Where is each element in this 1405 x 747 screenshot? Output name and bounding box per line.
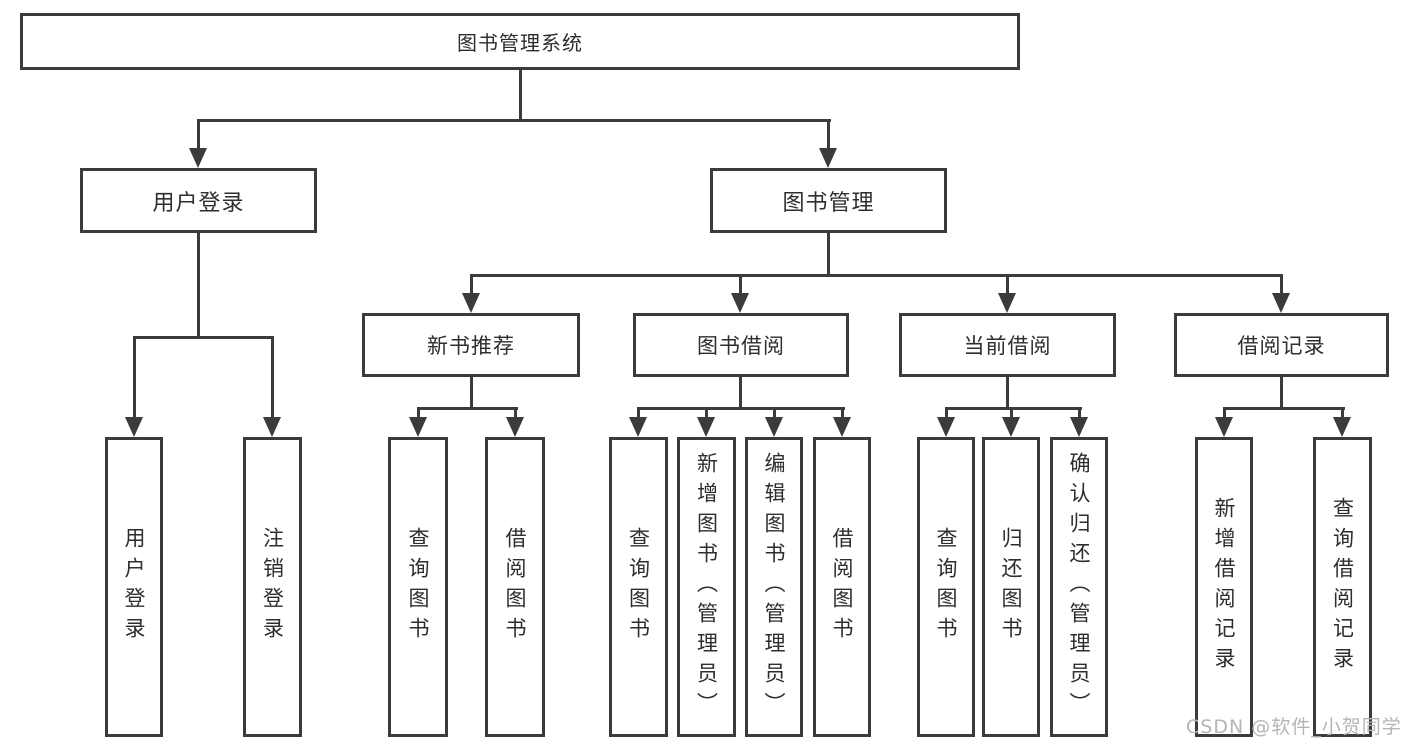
node-borrow-books-recommend-label: 借阅图书 [503,527,527,647]
node-new-book-recommend: 新书推荐 [362,313,580,377]
edge-borrow-branch [637,407,845,410]
csdn-watermark: CSDN @软件_小贺同学 [1186,716,1402,738]
node-add-books-admin: 新增图书（管理员） [677,437,736,737]
node-user-login: 用户登录 [80,168,317,233]
node-borrow-records: 借阅记录 [1174,313,1389,377]
node-query-books-borrow-label: 查询图书 [626,527,651,647]
edge-to-borrow-books-2 [841,407,844,419]
node-borrow-books-recommend: 借阅图书 [485,437,545,737]
edge-to-return-books [1010,407,1013,419]
edge-root-branch [197,119,831,122]
arrowhead-book-borrow [731,293,749,313]
arrowhead-book-management [819,148,837,168]
edge-to-add-books [705,407,708,419]
edge-to-edit-books [773,407,776,419]
node-query-books-recommend-label: 查询图书 [406,527,430,647]
edge-to-query-books-1 [417,407,420,419]
node-borrow-books-borrow-label: 借阅图书 [830,527,854,647]
edge-recommend-stem [470,377,473,410]
edge-to-query-record [1341,407,1344,419]
arrowhead-user-login [189,148,207,168]
edge-to-query-books-2 [637,407,640,419]
edge-to-borrow-books-1 [514,407,517,419]
node-current-borrow-label: 当前借阅 [963,334,1052,358]
edge-to-login-leaf [133,336,136,419]
edge-to-user-login [197,119,200,150]
arrowhead-login-leaf [125,417,143,437]
edge-user-login-branch [133,336,274,339]
arrowhead-current-borrow [998,293,1016,313]
node-return-books-label: 归还图书 [999,527,1023,647]
edge-records-stem [1280,377,1283,410]
node-query-borrow-record-label: 查询借阅记录 [1330,497,1355,677]
edge-current-branch [945,407,1082,410]
arrowhead-borrow-books-2 [833,417,851,437]
node-book-borrow-label: 图书借阅 [697,334,785,358]
node-root-label: 图书管理系统 [457,31,583,55]
arrowhead-new-book-recommend [462,293,480,313]
arrowhead-borrow-books-1 [506,417,524,437]
edge-to-add-record [1223,407,1226,419]
node-logout: 注销登录 [243,437,302,737]
arrowhead-add-record [1215,417,1233,437]
edge-to-book-borrow [739,274,742,295]
node-new-book-recommend-label: 新书推荐 [427,334,515,358]
node-query-books-current: 查询图书 [917,437,975,737]
node-user-login-leaf: 用户登录 [105,437,163,737]
edge-to-logout-leaf [271,336,274,419]
edge-to-query-books-3 [945,407,948,419]
edge-recommend-branch [417,407,518,410]
edge-to-borrow-records [1280,274,1283,295]
edge-records-branch [1223,407,1345,410]
node-query-books-borrow: 查询图书 [609,437,668,737]
arrowhead-confirm-return [1070,417,1088,437]
arrowhead-borrow-records [1272,293,1290,313]
arrowhead-add-books [697,417,715,437]
node-confirm-return-admin-label: 确认归还（管理员） [1067,452,1091,722]
node-borrow-records-label: 借阅记录 [1237,334,1326,358]
node-current-borrow: 当前借阅 [899,313,1116,377]
edge-to-new-book-recommend [470,274,473,295]
node-add-books-admin-label: 新增图书（管理员） [694,452,719,722]
arrowhead-edit-books [765,417,783,437]
node-query-borrow-record: 查询借阅记录 [1313,437,1372,737]
edge-current-stem [1006,377,1009,410]
arrowhead-query-record [1333,417,1351,437]
node-logout-label: 注销登录 [260,527,285,647]
arrowhead-return-books [1002,417,1020,437]
arrowhead-logout-leaf [263,417,281,437]
edge-borrow-stem [739,377,742,410]
node-edit-books-admin-label: 编辑图书（管理员） [762,452,786,722]
node-borrow-books-borrow: 借阅图书 [813,437,871,737]
edge-book-management-stem [827,233,830,277]
node-query-books-current-label: 查询图书 [934,527,958,647]
node-add-borrow-record: 新增借阅记录 [1195,437,1253,737]
node-book-borrow: 图书借阅 [633,313,849,377]
edge-to-confirm-return [1078,407,1081,419]
node-user-login-label: 用户登录 [152,190,245,216]
node-return-books: 归还图书 [982,437,1040,737]
node-add-borrow-record-label: 新增借阅记录 [1212,497,1236,677]
node-root: 图书管理系统 [20,13,1020,70]
node-user-login-leaf-label: 用户登录 [122,527,146,647]
node-edit-books-admin: 编辑图书（管理员） [745,437,803,737]
edge-root-stem [519,70,522,122]
node-book-management-label: 图书管理 [782,190,875,216]
arrowhead-query-books-1 [409,417,427,437]
edge-to-current-borrow [1006,274,1009,295]
node-query-books-recommend: 查询图书 [388,437,448,737]
edge-book-management-branch [470,274,1283,277]
arrowhead-query-books-2 [629,417,647,437]
arrowhead-query-books-3 [937,417,955,437]
edge-user-login-stem [197,233,200,339]
edge-to-book-management [827,119,830,150]
node-book-management: 图书管理 [710,168,947,233]
node-confirm-return-admin: 确认归还（管理员） [1050,437,1108,737]
